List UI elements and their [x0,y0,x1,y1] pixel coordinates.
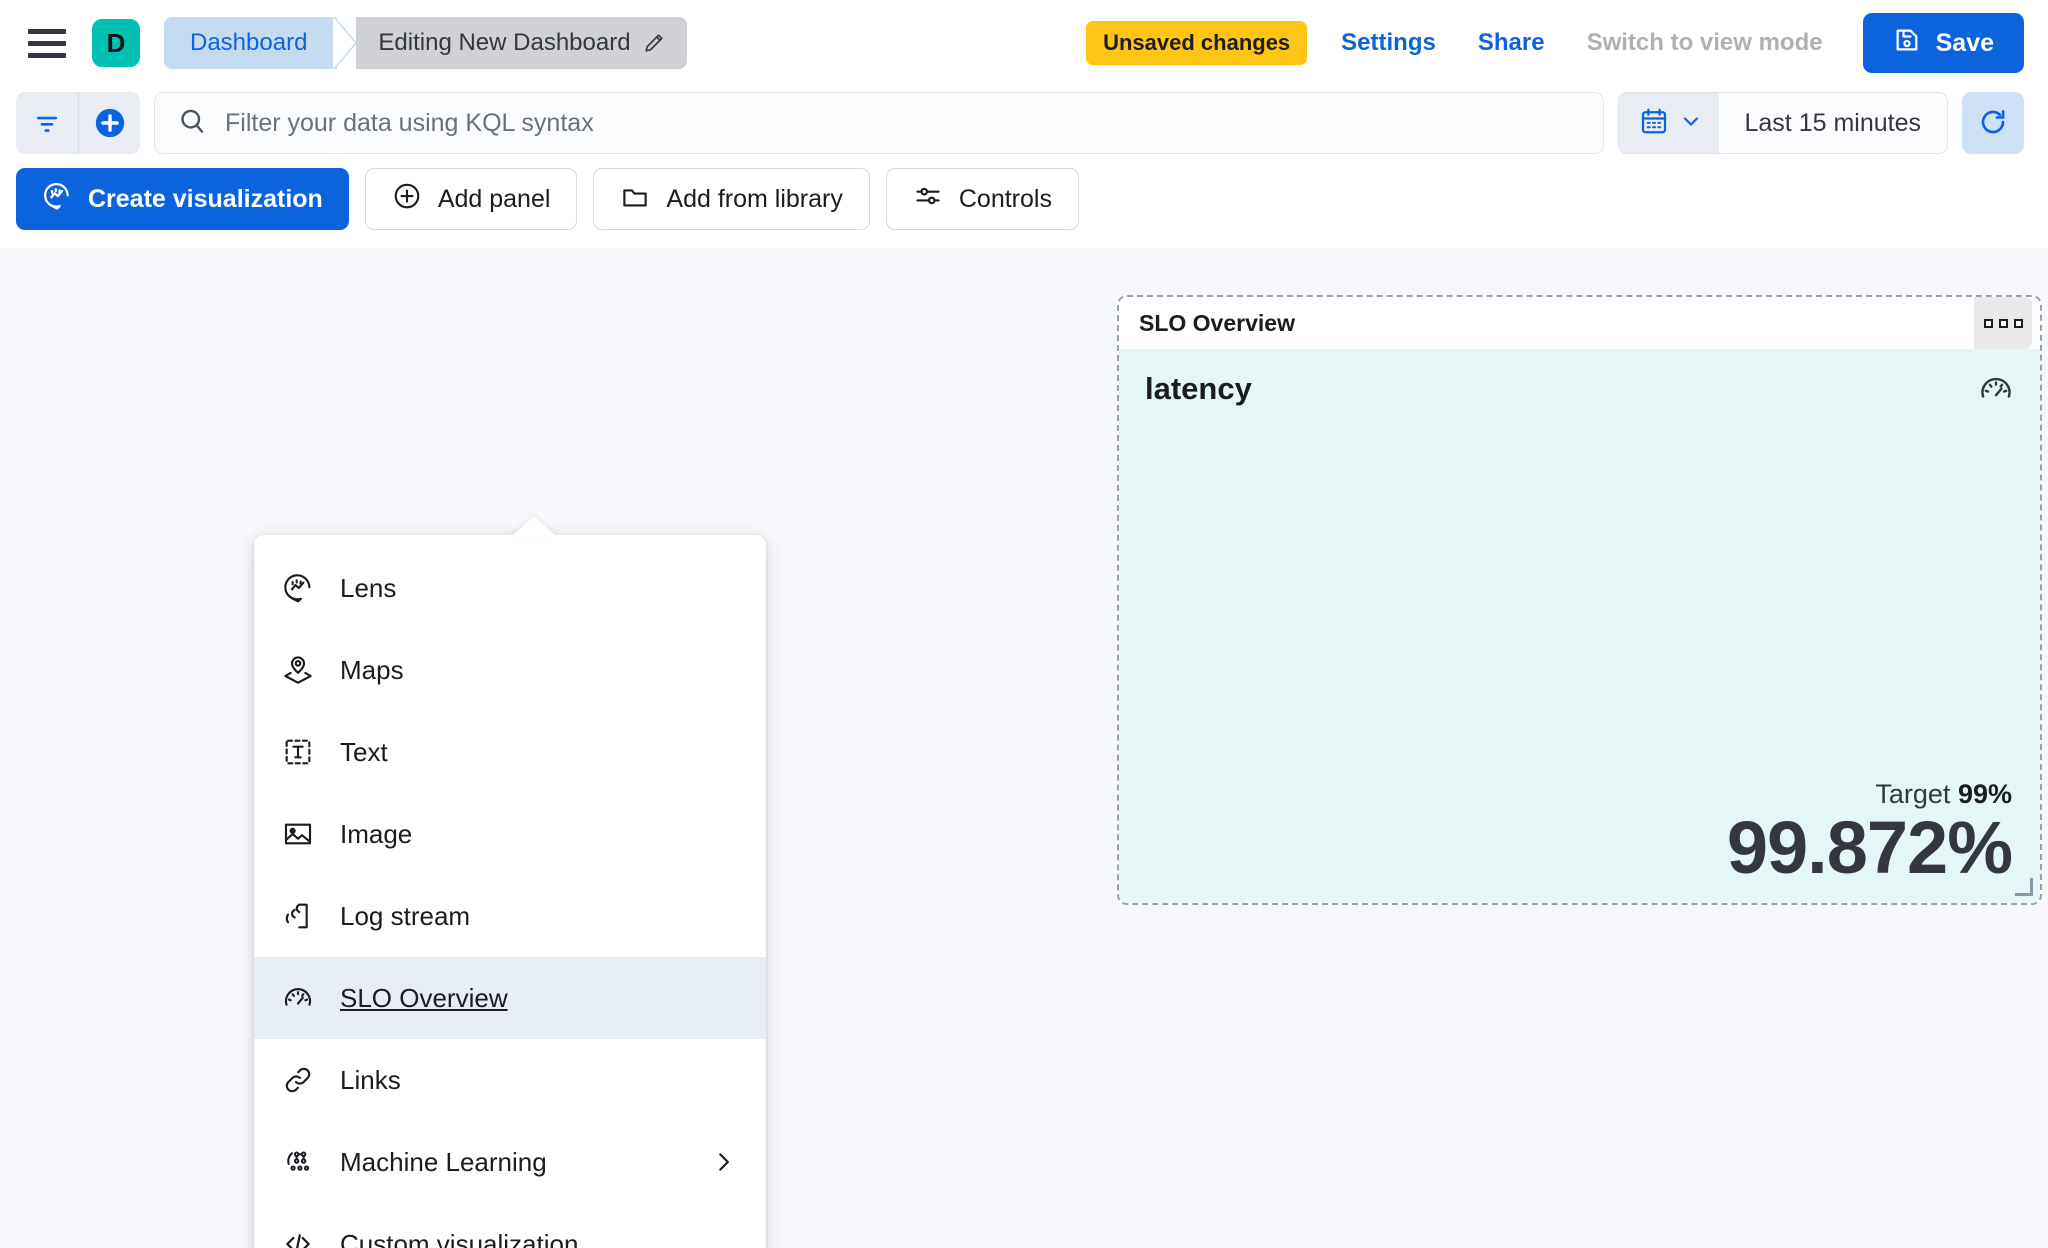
menu-item-log-stream[interactable]: Log stream [254,875,766,957]
hamburger-bar [28,40,66,46]
share-link[interactable]: Share [1477,29,1545,56]
hamburger-bar [28,28,66,34]
avatar[interactable]: D [92,19,140,67]
image-icon [282,818,314,850]
slo-current-value: 99.872% [1726,805,2013,889]
breadcrumb-item-dashboard[interactable]: Dashboard [164,17,338,69]
grid-dots-icon [1983,318,1993,328]
lens-icon [42,181,72,218]
menu-item-label: Image [340,818,413,849]
query-bar: Filter your data using KQL syntax Last 1… [0,86,2048,168]
controls-label: Controls [958,184,1052,213]
header-actions: Unsaved changes Settings Share Switch to… [1086,13,2024,73]
add-filter-button[interactable] [78,92,140,154]
link-icon [282,1064,314,1096]
refresh-button[interactable] [1962,92,2024,154]
create-visualization-button[interactable]: Create visualization [16,168,349,230]
create-visualization-label: Create visualization [88,184,323,213]
chevron-right-icon [710,1149,736,1175]
calendar-icon [1639,106,1669,141]
add-from-library-button[interactable]: Add from library [593,168,870,230]
gauge-icon [1978,371,2014,412]
grid-dots-icon [2013,318,2023,328]
panel-resize-handle[interactable] [2015,878,2033,896]
menu-item-label: SLO Overview [340,982,508,1013]
save-button[interactable]: Save [1862,13,2024,73]
menu-item-text[interactable]: Text [254,711,766,793]
grid-dots-icon [1998,318,2008,328]
menu-item-image[interactable]: Image [254,793,766,875]
plus-circle-icon [392,181,422,218]
dashboard-panel-slo-overview[interactable]: SLO Overview latency Target 99% [1117,295,2042,905]
panel-context-menu-button[interactable] [1974,297,2032,349]
code-icon [282,1228,314,1248]
menu-item-label: Log stream [340,900,471,931]
app-header: D Dashboard Editing New Dashboard Unsave… [0,0,2048,86]
menu-item-label: Maps [340,654,404,685]
text-box-icon [282,736,314,768]
lens-icon [282,572,314,604]
slo-name: latency [1145,371,1252,406]
save-disk-icon [1893,26,1921,61]
log-stream-icon [282,900,314,932]
switch-to-view-mode-link[interactable]: Switch to view mode [1586,29,1823,56]
date-quick-select-button[interactable] [1618,93,1719,153]
panel-header: SLO Overview [1119,297,2040,349]
breadcrumb: Dashboard Editing New Dashboard [164,17,687,69]
panel-title: SLO Overview [1139,309,1295,336]
add-panel-button[interactable]: Add panel [364,168,578,230]
sliders-icon [913,181,943,218]
menu-item-links[interactable]: Links [254,1039,766,1121]
breadcrumb-item-current[interactable]: Editing New Dashboard [356,17,687,69]
slo-metrics: Target 99% 99.872% [1145,779,2013,889]
folder-icon [620,181,650,218]
add-panel-label: Add panel [437,184,551,213]
menu-item-slo-overview[interactable]: SLO Overview [254,957,766,1039]
status-badge-unsaved[interactable]: Unsaved changes [1086,21,1308,65]
chevron-down-icon [1679,109,1703,138]
menu-item-machine-learning[interactable]: Machine Learning [254,1121,766,1203]
hamburger-icon[interactable] [28,23,68,63]
slo-target: Target 99% [1145,779,2012,810]
settings-link[interactable]: Settings [1341,29,1436,56]
menu-item-custom-visualization[interactable]: Custom visualization [254,1203,766,1248]
search-input[interactable]: Filter your data using KQL syntax [154,92,1604,154]
menu-item-label: Lens [340,572,397,603]
filter-button-group [16,92,140,154]
time-range-value[interactable]: Last 15 minutes [1744,108,1922,137]
slo-target-label: Target [1875,778,1951,809]
machine-learning-icon [282,1146,314,1178]
date-range-picker: Last 15 minutes [1617,92,1948,154]
pencil-icon[interactable] [643,32,665,54]
map-pin-layers-icon [282,654,314,686]
gauge-icon [282,982,314,1014]
add-from-library-label: Add from library [666,184,843,213]
menu-caret-icon [512,516,556,536]
search-icon [177,106,207,141]
breadcrumb-current-label: Editing New Dashboard [378,29,631,56]
controls-button[interactable]: Controls [885,168,1079,230]
dashboard-toolbar: Create visualization Add panel Add from … [0,168,2048,248]
menu-item-maps[interactable]: Maps [254,629,766,711]
slo-target-value: 99% [1957,778,2012,809]
filter-icon[interactable] [16,92,78,154]
menu-item-label: Links [340,1064,401,1095]
save-button-label: Save [1935,28,1994,57]
breadcrumb-chevron-icon [333,17,358,69]
slo-overview-body: latency Target 99% 99.872% [1119,349,2040,903]
menu-item-label: Machine Learning [340,1146,547,1177]
hamburger-bar [28,52,66,58]
search-input-placeholder: Filter your data using KQL syntax [225,108,594,137]
refresh-icon [1977,106,2009,141]
menu-item-label: Custom visualization [340,1228,579,1248]
menu-item-lens[interactable]: Lens [254,547,766,629]
menu-item-label: Text [340,736,388,767]
